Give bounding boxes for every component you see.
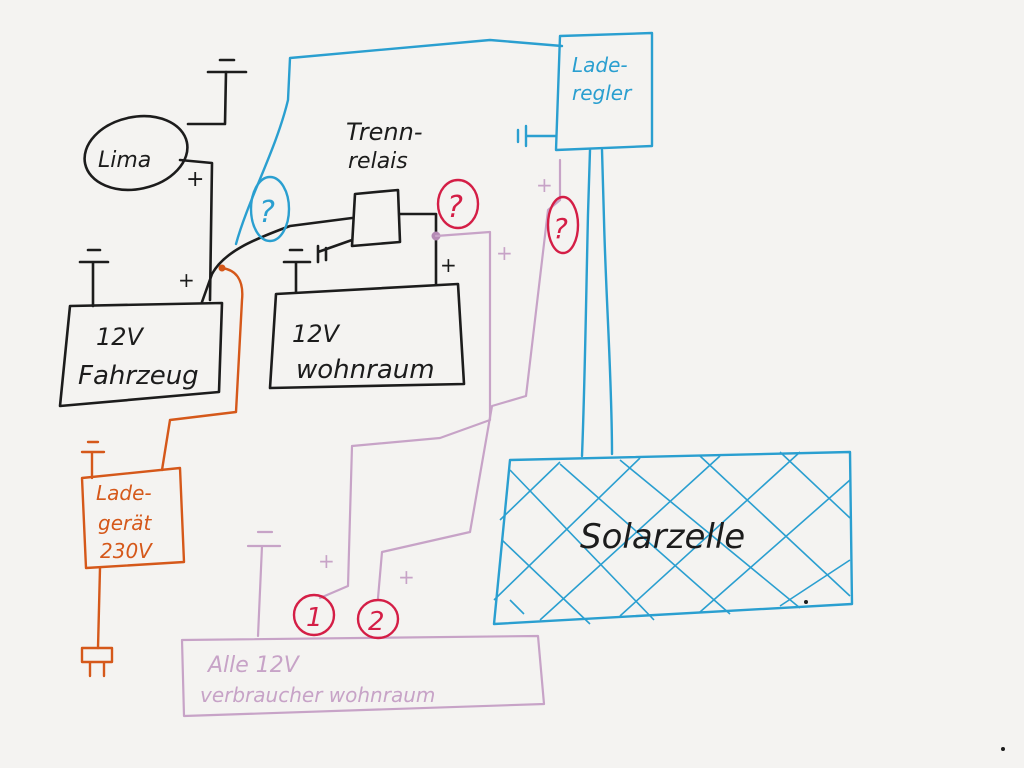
consumer-ground-wire — [246, 530, 282, 638]
fahrzeug-battery-box — [58, 301, 224, 408]
lima-ellipse — [83, 114, 189, 192]
consumer-plus-sign-3: + — [496, 241, 513, 265]
relais-label-line1: Trenn- — [346, 118, 423, 146]
stray-dot — [1001, 747, 1005, 751]
mains-plug-icon — [80, 646, 114, 678]
charger-label-line2: gerät — [98, 511, 152, 535]
regler-ground-wire — [516, 124, 558, 148]
lima-ground-wire — [186, 70, 228, 126]
consumer-line-2 — [376, 158, 562, 600]
red-question-circle-regler — [546, 195, 580, 255]
relais-ground-wire — [316, 238, 354, 264]
regler-box — [554, 31, 654, 152]
relais-right-wire — [398, 212, 438, 236]
consumer-plus-sign-2: + — [398, 565, 415, 589]
wohnraum-volt-label: 12V — [292, 320, 341, 348]
solar-panel-mesh — [493, 451, 851, 625]
red-marker-circle-1 — [292, 593, 336, 637]
red-marker-circle-2 — [356, 598, 400, 640]
solar-cable — [580, 148, 614, 458]
relais-label-line2: relais — [348, 149, 408, 174]
fahrzeug-plus-sign: + — [178, 268, 195, 292]
red-question-mark-relais: ? — [447, 190, 463, 225]
wohnraum-plus-sign: + — [440, 253, 457, 277]
wohnraum-name-label: wohnraum — [296, 355, 435, 385]
wohnraum-battery-box — [268, 282, 466, 390]
consumer-plus-sign-1: + — [318, 549, 335, 573]
consumer-label-line2: verbraucher wohnraum — [200, 683, 435, 707]
solar-dot — [804, 600, 808, 604]
charger-box — [80, 466, 186, 570]
regler-label-line1: Lade- — [572, 53, 628, 77]
lima-label: Lima — [98, 148, 151, 173]
red-marker-label-1: 1 — [306, 603, 323, 633]
lima-plus-wire — [178, 158, 214, 302]
red-marker-label-2: 2 — [368, 607, 385, 637]
charger-label-line1: Lade- — [96, 481, 152, 505]
solar-label: Solarzelle — [580, 517, 745, 557]
solar-panel-frame — [492, 450, 854, 626]
charger-to-fahrzeug-wire — [160, 266, 244, 472]
fahrzeug-ground-wire — [78, 248, 110, 308]
regler-to-fahrzeug-wire — [234, 38, 564, 246]
fahrzeug-to-relais-wire — [200, 216, 354, 304]
lima-plus-sign: + — [186, 167, 204, 192]
red-question-mark-regler: ? — [553, 212, 568, 245]
consumer-plus-sign-4: + — [536, 173, 553, 197]
consumer-line-1 — [318, 230, 492, 600]
blue-question-mark: ? — [259, 195, 275, 230]
consumer-box — [180, 634, 546, 718]
blue-question-circle — [249, 175, 291, 243]
fahrzeug-name-label: Fahrzeug — [78, 361, 199, 391]
red-question-circle-relais — [436, 178, 480, 230]
mains-cable — [96, 566, 102, 650]
charger-label-line3: 230V — [100, 539, 153, 563]
charger-ground-wire — [80, 440, 106, 480]
wohnraum-ground-wire — [282, 248, 312, 294]
regler-label-line2: regler — [572, 81, 633, 105]
fahrzeug-volt-label: 12V — [96, 323, 145, 351]
relais-box — [350, 188, 402, 248]
lima-ground-symbol — [206, 58, 248, 74]
consumer-label-line1: Alle 12V — [206, 653, 301, 678]
